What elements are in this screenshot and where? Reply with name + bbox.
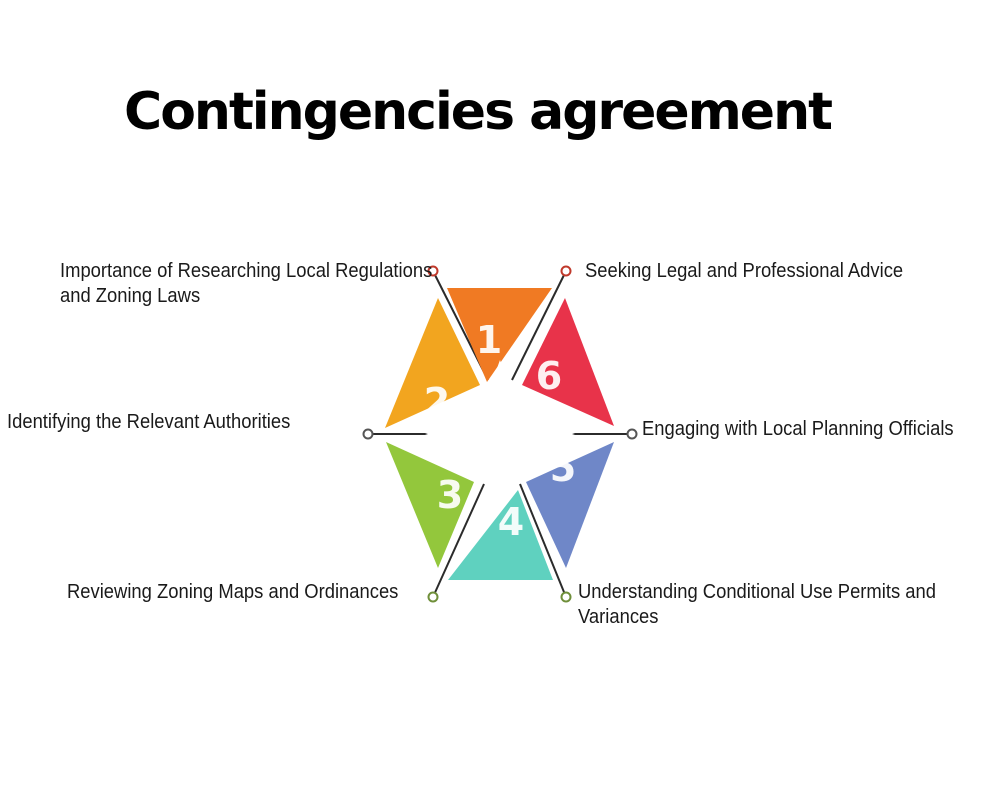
endpoint-dot-top-right <box>560 265 572 277</box>
step-2-label-line-2: and Zoning Laws <box>60 285 201 307</box>
step-6-number: 6 <box>536 354 562 398</box>
step-1-triangle <box>447 288 552 382</box>
label-bottom-right: Understanding Conditional Use Permits an… <box>578 580 936 630</box>
step-3-label-line-1: Identifying the Relevant Authorities <box>7 411 291 433</box>
label-top-right: Seeking Legal and Professional Advice <box>585 259 903 284</box>
step-6-label-line-1: Engaging with Local Planning Officials <box>642 418 954 440</box>
step-5-label-line-1: Understanding Conditional Use Permits an… <box>578 581 936 603</box>
endpoint-dot-left <box>362 428 374 440</box>
endpoint-dot-bottom-right <box>560 591 572 603</box>
step-5-label-line-2: Variances <box>578 606 659 628</box>
step-3-number: 3 <box>437 473 463 517</box>
step-2-number: 2 <box>424 380 450 424</box>
label-top-left: Importance of Researching Local Regulati… <box>60 259 432 309</box>
step-5-triangle <box>526 442 614 568</box>
step-1-number: 1 <box>476 318 502 362</box>
step-4-label-line-1: Reviewing Zoning Maps and Ordinances <box>67 581 399 603</box>
step-1-label-line-1: Seeking Legal and Professional Advice <box>585 260 904 282</box>
endpoint-dot-right <box>626 428 638 440</box>
connector-endpoints <box>362 265 638 603</box>
step-4-triangle <box>448 490 553 580</box>
connector-line-bottom-left <box>432 483 485 598</box>
endpoint-dot-bottom-left <box>427 591 439 603</box>
label-bottom-left: Reviewing Zoning Maps and Ordinances <box>67 580 398 605</box>
label-middle-left: Identifying the Relevant Authorities <box>7 410 290 435</box>
step-6-triangle <box>522 298 614 426</box>
label-middle-right: Engaging with Local Planning Officials <box>642 417 954 442</box>
step-3-triangle <box>386 442 474 568</box>
step-4-number: 4 <box>498 500 524 544</box>
center-burst <box>425 360 575 505</box>
page-title: Contingencies agreement <box>124 82 833 142</box>
step-5-number: 5 <box>550 446 576 490</box>
connector-line-top-right <box>511 270 567 381</box>
step-2-triangle <box>385 298 480 428</box>
step-2-label-line-1: Importance of Researching Local Regulati… <box>60 260 433 282</box>
connector-line-bottom-right <box>519 483 567 598</box>
endpoint-dot-top-left <box>427 265 439 277</box>
